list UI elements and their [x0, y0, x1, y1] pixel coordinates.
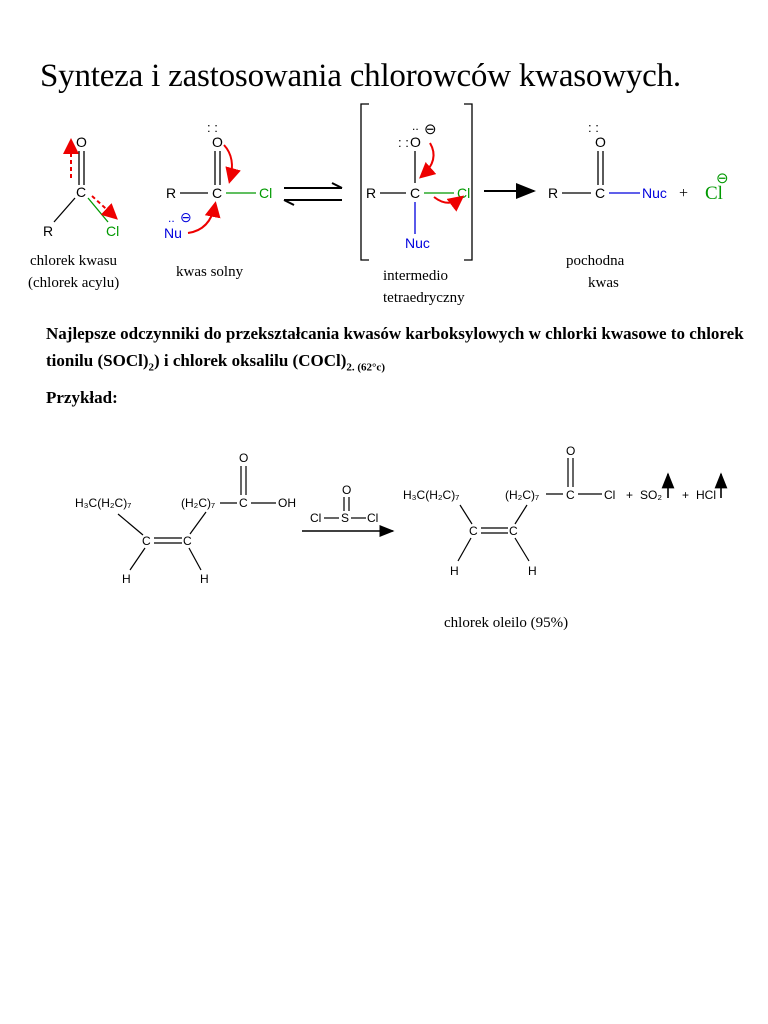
paragraph-sub-1: 2	[148, 361, 155, 374]
atom-hydrogen-2: H	[200, 572, 209, 586]
atom-carbon-2: C	[509, 524, 518, 538]
example-label: Przykład:	[46, 388, 118, 407]
atom-oxygen: O	[595, 134, 606, 150]
atom-oxygen: O	[410, 134, 421, 150]
caption-intermediate-1: intermedio	[383, 268, 448, 284]
atom-carbon-1: C	[142, 534, 151, 548]
caption-derivative-2: kwas	[588, 275, 619, 291]
atom-oxygen: O	[566, 444, 575, 458]
electron-arrow-down	[91, 195, 118, 220]
plus-sign: +	[679, 185, 688, 202]
lone-pair-top: ..	[412, 119, 419, 133]
atom-hydrogen-1: H	[122, 572, 131, 586]
atom-r: R	[548, 185, 558, 201]
atom-carbon: C	[76, 184, 86, 200]
caption-intermediate-2: tetraedryczny	[383, 290, 465, 306]
caption-hydrochloric: kwas solny	[176, 264, 244, 280]
alkyl-group: H₃C(H₂C)₇	[403, 488, 459, 502]
paragraph-text-2: ) i chlorek oksalilu (COCl)	[154, 351, 347, 370]
chloride-charge: ⊖	[716, 170, 729, 187]
atom-hydrogen-1: H	[450, 564, 459, 578]
atom-carbon-1: C	[469, 524, 478, 538]
atom-carbon: C	[410, 185, 420, 201]
attack-arrow	[187, 201, 221, 234]
equilibrium-arrows	[283, 182, 343, 206]
atom-oxygen: O	[76, 134, 87, 150]
atom-r: R	[43, 223, 53, 239]
acid-chloride-structure: O C R Cl	[43, 134, 119, 239]
plus-sign-1: +	[626, 488, 633, 502]
chloride-ion: Cl	[705, 183, 723, 204]
hydroxyl-group: OH	[278, 496, 296, 510]
atom-carbon-carbonyl: C	[239, 496, 248, 510]
carbonyl-arrow	[223, 144, 241, 184]
alkyl-group: H₃C(H₂C)₇	[75, 496, 131, 510]
thionyl-chloride-structure: O Cl S Cl	[310, 483, 378, 525]
product-caption: chlorek oleilo (95%)	[444, 615, 568, 631]
caption-acid-chloride-2: (chlorek acylu)	[28, 275, 119, 291]
atom-r: R	[166, 185, 176, 201]
caption-acid-chloride-1: chlorek kwasu	[30, 253, 118, 269]
reagent-oxygen: O	[342, 483, 351, 497]
paragraph-sub-2: 2. (62°c)	[346, 361, 385, 374]
leaving-group-arrow	[433, 195, 465, 212]
nucleophile-attack-structure: : : O R C Cl .. ⊖ Nu	[164, 120, 272, 241]
byproduct-hcl: HCl	[696, 488, 716, 502]
reform-carbonyl-arrow	[419, 142, 437, 179]
caption-derivative-1: pochodna	[566, 253, 625, 269]
plus-sign-2: +	[682, 488, 689, 502]
atom-nucleophile: Nu	[164, 225, 182, 241]
page-title: Synteza i zastosowania chlorowców kwasow…	[40, 58, 681, 94]
atom-carbon: C	[595, 185, 605, 201]
paragraph-text-1: Najlepsze odczynniki do przekształcania …	[46, 324, 744, 370]
chain-group: (H₂C)₇	[505, 488, 539, 502]
atom-hydrogen-2: H	[528, 564, 537, 578]
nu-lone-pair: ..	[168, 211, 175, 225]
atom-carbon: C	[212, 185, 222, 201]
atom-nuc: Nuc	[642, 185, 667, 201]
oleic-acid-structure: H₃C(H₂C)₇ C C H H (H₂C)₇ C O OH	[75, 451, 296, 586]
chain-group: (H₂C)₇	[181, 496, 215, 510]
brackets	[360, 103, 473, 261]
reagents-paragraph: Najlepsze odczynniki do przekształcania …	[46, 320, 761, 381]
atom-chlorine: Cl	[259, 185, 272, 201]
reagent-sulfur: S	[341, 511, 349, 525]
nu-charge: ⊖	[180, 209, 192, 225]
atom-oxygen: O	[212, 134, 223, 150]
derivative-structure: : : O R C Nuc + Cl ⊖	[548, 120, 729, 204]
atom-r: R	[366, 185, 376, 201]
byproduct-so2: SO₂	[640, 488, 662, 502]
atom-carbon-carbonyl: C	[566, 488, 575, 502]
lone-pairs: : :	[588, 120, 599, 135]
atom-carbon-2: C	[183, 534, 192, 548]
lone-pair-left: : :	[398, 135, 409, 150]
lone-pairs: : :	[207, 120, 218, 135]
tetrahedral-intermediate-structure: .. ⊖ : : O R C Cl Nuc	[366, 119, 470, 251]
reagent-chlorine-2: Cl	[367, 511, 378, 525]
oxygen-charge: ⊖	[424, 121, 437, 138]
atom-oxygen: O	[239, 451, 248, 465]
atom-chlorine: Cl	[106, 223, 119, 239]
atom-nuc: Nuc	[405, 235, 430, 251]
atom-chlorine: Cl	[604, 488, 615, 502]
oleoyl-chloride-structure: H₃C(H₂C)₇ C C H H (H₂C)₇ C O Cl + SO₂ + …	[403, 444, 728, 578]
reagent-chlorine-1: Cl	[310, 511, 321, 525]
